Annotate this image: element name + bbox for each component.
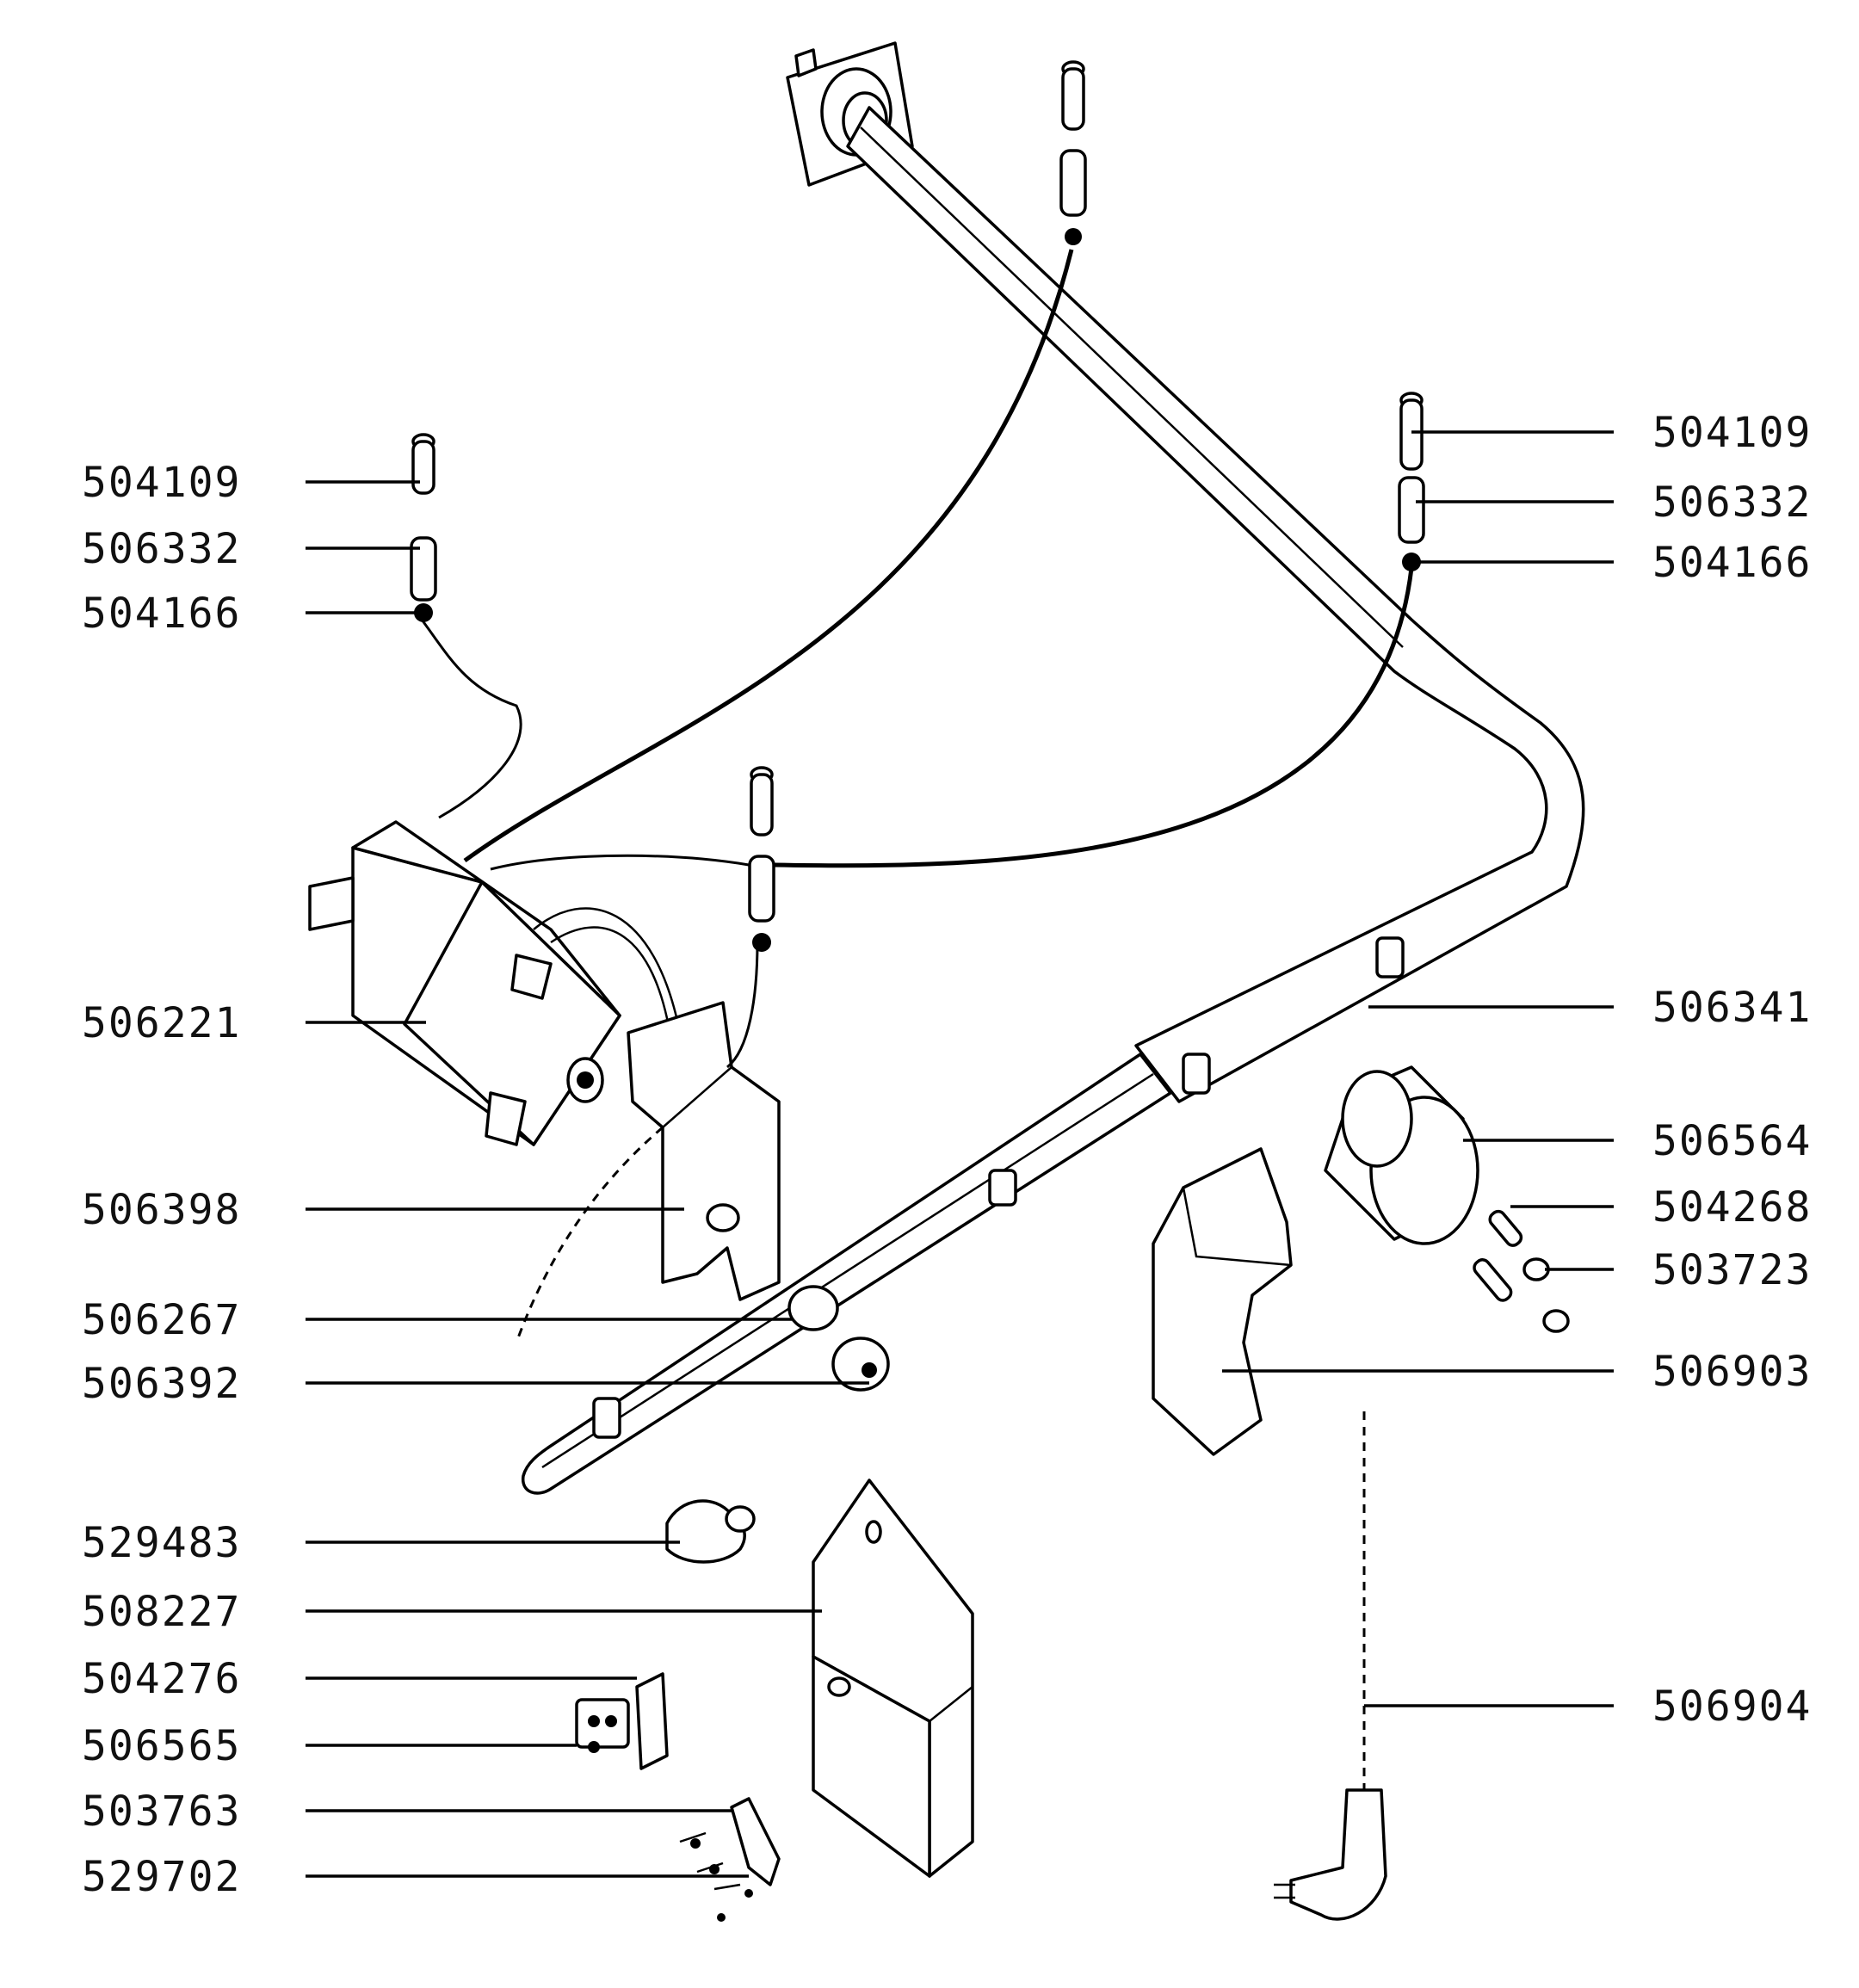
cover-plate xyxy=(812,1479,974,1878)
thermocouple-bracket xyxy=(627,1001,781,1301)
pipe-nut xyxy=(787,1285,890,1392)
part-labels-left: 504109 506332 504166 506221 506398 50626… xyxy=(82,459,241,1901)
part-label: 503763 xyxy=(82,1787,241,1836)
part-label: 506267 xyxy=(82,1296,241,1344)
small-fittings xyxy=(1473,1209,1570,1333)
part-label: 529702 xyxy=(82,1853,241,1901)
thermocouple-connector-left xyxy=(410,433,437,622)
leader-lines xyxy=(306,430,1614,1878)
part-label: 506392 xyxy=(82,1360,241,1408)
part-label: 506221 xyxy=(82,999,241,1047)
burner-nozzle xyxy=(592,936,1405,1439)
thermocouple-connector-top xyxy=(1059,60,1087,245)
part-label: 506398 xyxy=(82,1186,241,1234)
ignition-unit xyxy=(308,820,682,1146)
part-label: 506564 xyxy=(1652,1117,1812,1165)
control-knob xyxy=(665,1499,756,1564)
part-label: 506332 xyxy=(82,525,241,573)
part-label: 506565 xyxy=(82,1722,241,1770)
part-label: 504268 xyxy=(1652,1183,1812,1232)
part-label: 504109 xyxy=(82,459,241,507)
part-label: 503723 xyxy=(1652,1246,1812,1294)
part-labels-right: 504109 506332 504166 506341 506564 50426… xyxy=(1652,409,1812,1731)
part-label: 508227 xyxy=(82,1588,241,1636)
part-label: 506904 xyxy=(1652,1682,1812,1731)
power-cable xyxy=(1274,1411,1387,1921)
part-label: 506332 xyxy=(1652,478,1812,527)
part-label: 506341 xyxy=(1652,984,1812,1032)
thermocouple-wires xyxy=(420,249,1414,1343)
part-label: 504166 xyxy=(82,590,241,638)
pilot-burner xyxy=(1324,1065,1479,1245)
part-label: 504166 xyxy=(1652,539,1812,587)
part-label: 529483 xyxy=(82,1519,241,1567)
part-label: 504109 xyxy=(1652,409,1812,457)
part-label: 504276 xyxy=(82,1655,241,1703)
thermocouple-connector-right xyxy=(1398,392,1425,571)
screw-set xyxy=(679,1797,781,1922)
micro-switch xyxy=(575,1672,669,1770)
thermocouple-connector-middle xyxy=(748,766,775,952)
part-label: 506903 xyxy=(1652,1348,1812,1396)
mounting-bracket xyxy=(1152,1147,1293,1456)
